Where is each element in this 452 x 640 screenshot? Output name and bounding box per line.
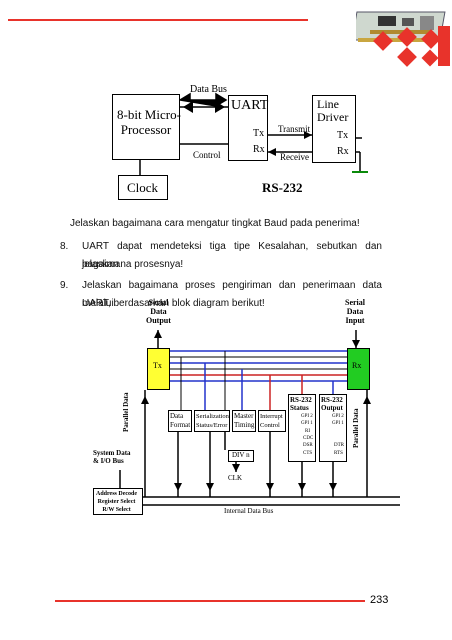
rs232-status-item: CTS (303, 451, 313, 456)
diagram1-connectors (139, 92, 368, 175)
question-9-line2: UART, berdasarkan blok diagram berikut! (82, 298, 265, 309)
line-driver-tx-label: Tx (337, 130, 349, 141)
address-decode-block: Address Decode Register Select R/W Selec… (93, 488, 143, 515)
receive-label: Receive (280, 152, 309, 162)
uart-system-diagram: 8-bit Micro- Processor Data Bus UART Tx … (0, 0, 452, 210)
rs232-output-item: GPI 1 (332, 421, 344, 426)
uart-box: UART Tx Rx (228, 95, 268, 161)
uart-tx-label: Tx (253, 128, 265, 139)
question-baud-rate: Jelaskan bagaimana cara mengatur tingkat… (70, 218, 360, 229)
div-n-block: DIV n (228, 450, 254, 462)
page-number: 233 (370, 594, 389, 606)
serial-data-output-label: Serial Data Output (146, 298, 171, 325)
data-format-label: Data Format (170, 412, 191, 429)
rs232-caption: RS-232 (262, 180, 303, 195)
rx-block-label: Rx (352, 361, 362, 370)
rs232-output-item: DTR (334, 443, 344, 448)
tx-block: Tx (147, 348, 170, 390)
line-driver-rx-label: Rx (337, 146, 349, 157)
uart-label: UART (231, 98, 269, 113)
question-9-number: 9. (60, 280, 69, 291)
rs232-status-block: RS-232 Status GPI 2 GPI 1 RI CDC DSR CTS (288, 394, 316, 462)
parallel-data-right-label: Parallel Data (352, 408, 360, 448)
question-9-line1: Jelaskan bagaimana proses pengiriman dan… (82, 280, 382, 309)
serial-data-input-label: Serial Data Input (345, 298, 365, 325)
question-8-number: 8. (60, 241, 69, 252)
rs232-status-item: DSR (303, 443, 313, 448)
line-driver-label: Line Driver (317, 97, 349, 124)
processor-box: 8-bit Micro- Processor (112, 94, 181, 160)
red-blocks-logo (373, 26, 450, 67)
master-timing-block: Master Timing (232, 410, 256, 432)
tx-block-label: Tx (153, 361, 162, 370)
interrupt-control-label: Interrupt Control (260, 413, 283, 429)
line-driver-box: Line Driver Tx Rx (312, 95, 356, 163)
internal-bus-label: Internal Data Bus (224, 507, 274, 515)
interrupt-control-block: Interrupt Control (258, 410, 286, 432)
processor-label: 8-bit Micro- Processor (117, 107, 181, 137)
rs232-output-item: GPI 2 (332, 414, 344, 419)
clock-box: Clock (118, 175, 168, 200)
rs232-output-title: RS-232 Output (321, 396, 343, 412)
clk-label: CLK (228, 474, 242, 482)
rs232-status-item: GPI 2 (301, 414, 313, 419)
data-bus-label: Data Bus (190, 84, 227, 95)
transmit-label: Transmit (278, 124, 311, 134)
rx-block: Rx (347, 348, 370, 390)
question-8-line2: bagaimana prosesnya! (82, 259, 184, 270)
clock-label: Clock (127, 180, 159, 195)
parallel-data-left-label: Parallel Data (122, 392, 130, 432)
rs232-status-title: RS-232 Status (290, 396, 312, 412)
serialization-label: Serialization Status/Error (196, 413, 229, 429)
footer-rule (55, 600, 365, 602)
div-n-label: DIV n (232, 451, 250, 459)
board-photo-icon (356, 11, 446, 42)
serialization-block: Serialization Status/Error (194, 410, 230, 432)
rs232-status-item: GPI 1 (301, 421, 313, 426)
rs232-status-item: CDC (303, 436, 314, 441)
master-timing-label: Master Timing (234, 412, 255, 429)
question-8-line1: UART dapat mendeteksi tiga tipe Kesalaha… (82, 241, 382, 270)
uart-rx-label: Rx (253, 144, 265, 155)
address-decode-label: Address Decode Register Select R/W Selec… (96, 491, 138, 513)
data-format-block: Data Format (168, 410, 192, 432)
rs232-status-item: RI (305, 429, 310, 434)
rs232-output-item: RTS (334, 451, 343, 456)
system-data-label: System Data & I/O Bus (93, 449, 131, 465)
rs232-output-block: RS-232 Output GPI 2 GPI 1 DTR RTS (319, 394, 347, 462)
header-rule (8, 19, 308, 21)
control-label: Control (193, 150, 221, 160)
